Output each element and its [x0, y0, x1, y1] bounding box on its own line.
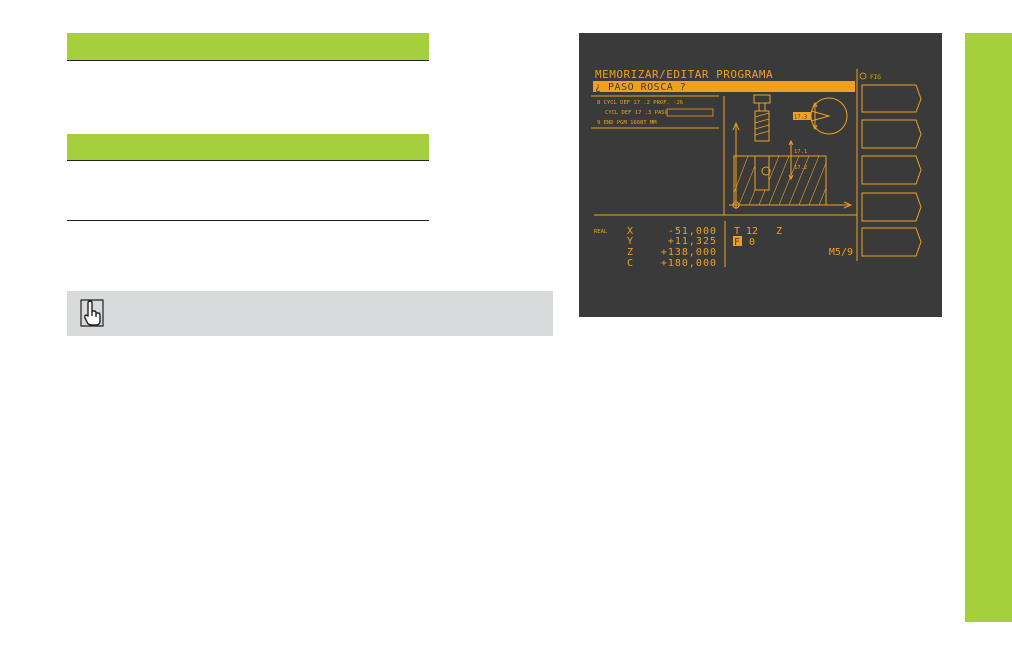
rule-middle: [67, 160, 429, 161]
softkey-5[interactable]: [861, 227, 922, 257]
cnc-screen: MEMORIZAR/EDITAR PROGRAMA ¿ PASO ROSCA ?…: [579, 33, 942, 317]
axis-z-value: +138,000: [661, 247, 717, 258]
pitch-label: 17.3: [794, 115, 807, 121]
cnc-screen-graphic: MEMORIZAR/EDITAR PROGRAMA ¿ PASO ROSCA ?…: [591, 68, 922, 269]
pointing-hand-icon: [80, 299, 104, 327]
rule-lower: [67, 220, 429, 221]
feed-label: F: [734, 237, 740, 248]
note-box: [67, 291, 553, 336]
axis-c-value: +180,000: [661, 258, 717, 269]
program-line-2: CYCL DEF 17 .3 PASO: [605, 110, 668, 116]
mode-title: MEMORIZAR/EDITAR PROGRAMA: [595, 68, 773, 81]
axis-x-name: X: [627, 226, 633, 237]
header-bar-middle: [67, 134, 429, 160]
softkey-2[interactable]: [861, 119, 922, 149]
chapter-side-tab: [965, 33, 1012, 622]
program-line-3: 9 END PGM 1668T MM: [597, 120, 657, 126]
axis-x-value: -51,000: [668, 226, 717, 237]
m-status: M5/9: [829, 247, 853, 258]
depth-top-label: 17.1: [794, 149, 807, 155]
softkey-3[interactable]: [861, 155, 922, 185]
feed-label-box: [733, 236, 742, 246]
rule-top: [67, 60, 429, 61]
header-bar-top: [67, 33, 429, 60]
fig-label: FIG: [870, 74, 881, 81]
softkey-1[interactable]: [861, 84, 922, 113]
position-label: REAL: [594, 229, 608, 235]
cursor-field[interactable]: [666, 108, 714, 117]
axis-c-name: C: [627, 258, 633, 269]
depth-bottom-label: 17.2: [794, 165, 807, 171]
tool-line: T 12 Z: [734, 226, 782, 237]
prompt-highlight: [593, 81, 855, 92]
axis-y-name: Y: [627, 236, 633, 247]
program-line-1: 8 CYCL DEF 17 .2 PROF. -26: [597, 100, 683, 106]
fig-icon: [859, 72, 867, 80]
axis-z-name: Z: [627, 247, 633, 258]
softkey-4[interactable]: [861, 192, 922, 222]
axis-y-value: +11,325: [668, 236, 717, 247]
prompt-text: ¿ PASO ROSCA ?: [595, 82, 686, 93]
feed-value: 0: [749, 237, 755, 248]
